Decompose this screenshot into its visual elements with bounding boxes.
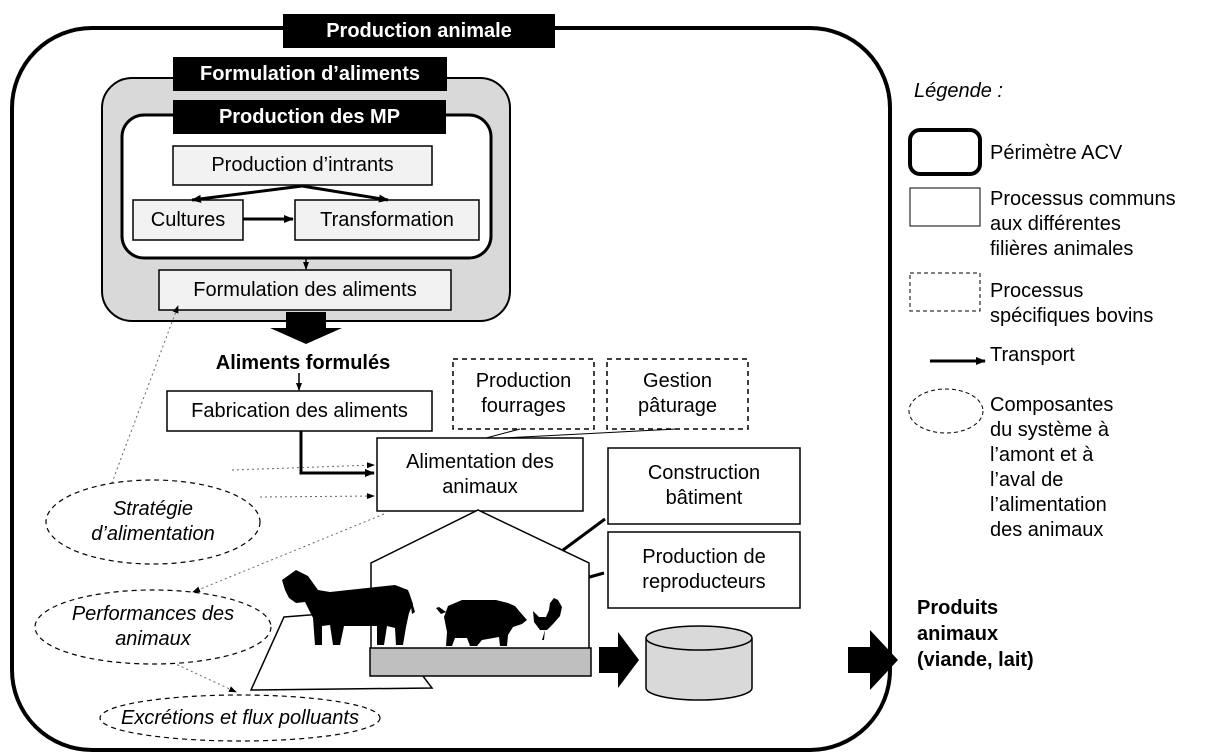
feed-formulation-group-title: Formulation d’aliments xyxy=(199,62,421,85)
raw-material-group-title: Production des MP xyxy=(218,105,401,128)
legend-components-label: Composantes du système à l’amont et à l’… xyxy=(990,394,1114,541)
legend-common-process-label: Processus communs aux différentes filièr… xyxy=(990,188,1176,260)
animal-feeding-box xyxy=(376,437,584,512)
pasture-management-label: Gestion pâturage xyxy=(638,370,717,417)
pig-silhouette xyxy=(436,600,527,646)
formulated-feed-label: Aliments formulés xyxy=(215,351,391,374)
dotted-feeding-to-performance xyxy=(192,513,385,593)
legend-cattle-process-symbol xyxy=(909,272,981,312)
raw-material-group-header xyxy=(173,100,446,134)
transport-arrow-to-transformation xyxy=(301,184,389,203)
legend-perimeter-label: Périmètre ACV xyxy=(990,141,1123,164)
legend-perimeter-symbol xyxy=(908,128,982,176)
formulated-feed-flow-arrow xyxy=(270,312,342,344)
diagram-title: Production animale xyxy=(326,19,512,42)
building-construction-box xyxy=(607,447,801,525)
animal-products-label: Produits animaux (viande, lait) xyxy=(917,597,1034,671)
dotted-strategy-to-feeding xyxy=(231,462,375,471)
pasture-management-box xyxy=(606,358,749,430)
transport-arrow-to-crops xyxy=(191,184,303,203)
excretions-ellipse xyxy=(99,694,381,742)
legend-title: Légende : xyxy=(914,79,1003,102)
storage-cylinder xyxy=(645,625,753,701)
cow-silhouette xyxy=(282,570,415,645)
arrow-building-to-barn xyxy=(554,517,606,558)
dotted-strategy-to-formulation xyxy=(109,305,179,489)
forage-production-label: Production fourrages xyxy=(475,370,572,417)
feeding-strategy-ellipse xyxy=(45,479,261,565)
feed-formulation-box xyxy=(158,269,452,311)
chicken-silhouette xyxy=(533,598,562,640)
feeding-strategy-label: Stratégie d’alimentation xyxy=(91,498,215,545)
barn-slab xyxy=(369,647,592,677)
formulation-group-header xyxy=(173,57,447,91)
breeders-production-box xyxy=(607,531,801,609)
pasture-link xyxy=(501,428,678,439)
breeders-production-label: Production de reproducteurs xyxy=(642,546,766,593)
inputs-production-label: Production d’intrants xyxy=(211,154,394,176)
excretions-label: Excrétions et flux polluants xyxy=(121,706,359,729)
forage-production-box xyxy=(452,358,595,430)
barn-output-arrow xyxy=(599,632,639,688)
crops-box xyxy=(132,199,244,241)
crops-label: Cultures xyxy=(150,208,226,231)
feed-manufacturing-label: Fabrication des aliments xyxy=(191,399,408,422)
transport-arrow-manufacturing-feeding xyxy=(299,431,375,477)
animal-feeding-label: Alimentation des animaux xyxy=(406,450,554,498)
feed-formulation-label: Formulation des aliments xyxy=(193,278,417,301)
products-exit-arrow xyxy=(848,630,898,690)
legend-cattle-process-label: Processus spécifiques bovins xyxy=(990,280,1154,327)
transformation-label: Transformation xyxy=(320,208,454,231)
forage-link xyxy=(485,428,521,439)
legend-common-process-symbol xyxy=(909,187,981,227)
animal-performance-label: Performances des animaux xyxy=(71,603,235,650)
inputs-production-box xyxy=(172,145,433,186)
dotted-strategy-to-feeding-2 xyxy=(259,493,375,500)
legend-transport-label: Transport xyxy=(990,343,1075,366)
legend-components-symbol xyxy=(908,388,984,434)
building-construction-label: Construction bâtiment xyxy=(647,462,761,509)
animal-performance-ellipse xyxy=(34,589,272,665)
title-bar xyxy=(283,14,555,48)
